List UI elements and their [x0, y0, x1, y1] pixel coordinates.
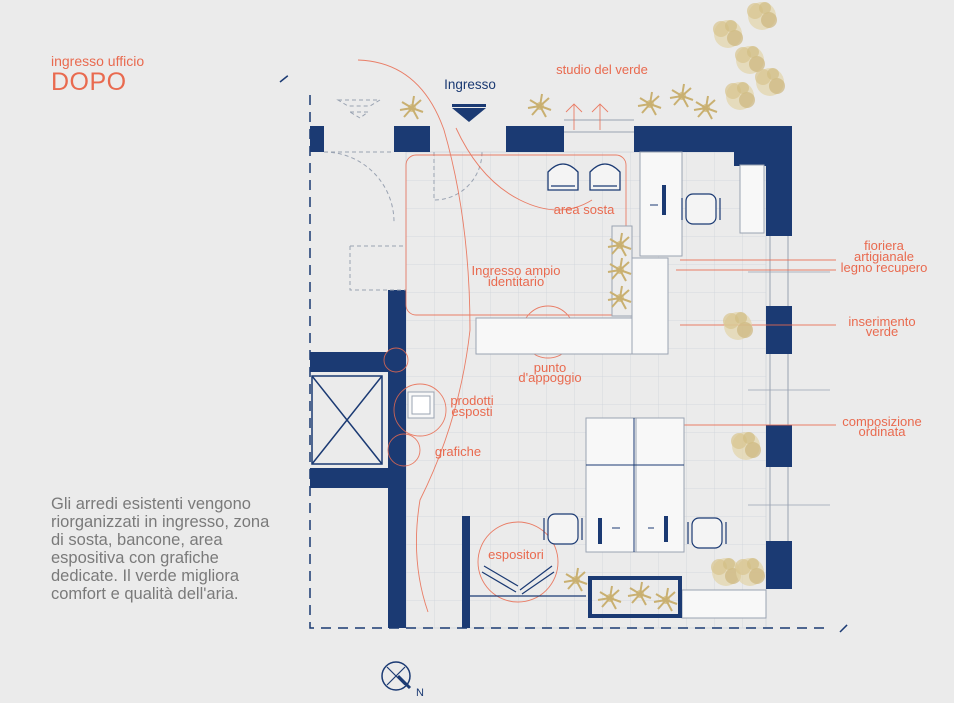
subtitle: ingresso ufficio: [51, 53, 145, 69]
entrance-label: Ingresso: [444, 77, 496, 92]
label-punto-2: d'appoggio: [518, 370, 581, 385]
display-stands: [470, 565, 586, 597]
north-label: N: [416, 687, 424, 699]
label-ingresso-1: Ingresso ampio: [472, 263, 561, 278]
description-text: Gli arredi esistenti vengono riorganizza…: [51, 495, 270, 603]
label-area-sosta: area sosta: [554, 202, 615, 217]
label-punto-1: punto: [534, 360, 567, 375]
walls: [310, 126, 792, 628]
label-studio-verde: studio del verde: [556, 62, 648, 77]
label-fioriera-3: legno recupero: [841, 260, 928, 275]
north-arrow: N: [381, 661, 424, 699]
label-espositori: espositori: [488, 547, 544, 562]
label-inserimento-2: verde: [866, 324, 899, 339]
page-title: DOPO: [51, 68, 127, 96]
label-composizione-2: ordinata: [859, 424, 907, 439]
lounge-chairs: [547, 163, 621, 191]
site-boundary: [279, 73, 849, 633]
plan-labels: studio del verde area sosta Ingresso amp…: [435, 62, 927, 562]
office-chairs: [543, 193, 727, 549]
furniture: [407, 151, 767, 619]
label-grafiche: grafiche: [435, 444, 481, 459]
label-fioriera-1: fioriera: [864, 238, 905, 253]
elevator-shaft: [311, 375, 383, 465]
entrance-marker: Ingresso: [444, 77, 496, 122]
planter-box: [588, 576, 682, 618]
label-inserimento-1: inserimento: [848, 314, 915, 329]
label-fioriera-2: artigianale: [854, 249, 914, 264]
label-prodotti-1: prodotti: [450, 393, 493, 408]
label-composizione-1: composizione: [842, 414, 922, 429]
label-prodotti-2: esposti: [451, 404, 492, 419]
label-ingresso-2: identitario: [488, 274, 544, 289]
